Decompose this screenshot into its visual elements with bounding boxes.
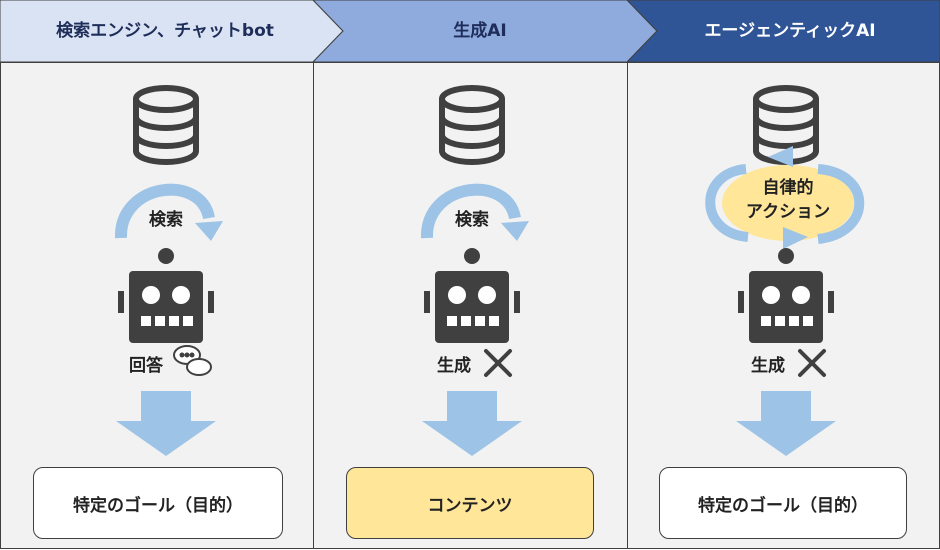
action-label: 生成 [437,356,471,376]
result-box: 特定のゴール（目的） [33,467,283,539]
cycle-arrows [705,164,865,244]
column-agentic: 自律的 アクション 生成 特定のゴール（目的） [627,62,940,549]
step-label-search: 検索エンジン、チャットbot [56,21,274,41]
robot-antenna [464,248,480,264]
action-label: 生成 [751,356,785,376]
arc-label: 検索 [149,210,183,230]
tools-icon [798,349,826,377]
database-icon [133,85,199,166]
down-arrow [736,391,836,456]
robot-icon [738,271,834,343]
down-arrow [422,391,522,456]
search-arc-arrow [114,183,223,241]
down-arrow [116,391,216,456]
database-icon [439,85,505,166]
tools-icon [484,349,512,377]
autonomous-action-highlight [722,165,854,241]
result-box: 特定のゴール（目的） [659,467,907,539]
step-label-agentic: エージェンティックAI [704,21,876,41]
search-arc-arrow [420,183,529,241]
arc-label: 検索 [455,210,489,230]
arc-label: 自律的 アクション [745,178,831,222]
robot-antenna [158,248,174,264]
step-2-shape [312,0,658,62]
robot-icon [424,271,520,343]
column-genai: 検索 生成 コンテンツ [313,62,628,549]
column-search: 検索 回答 特定のゴール（目的） [0,62,314,549]
step-label-genai: 生成AI [453,21,507,41]
robot-antenna [778,248,794,264]
speech-bubbles-icon [173,345,212,376]
result-box: コンテンツ [346,467,594,539]
process-header [0,0,940,62]
robot-icon [118,271,214,343]
action-label: 回答 [129,356,163,376]
step-3-shape [626,0,940,62]
